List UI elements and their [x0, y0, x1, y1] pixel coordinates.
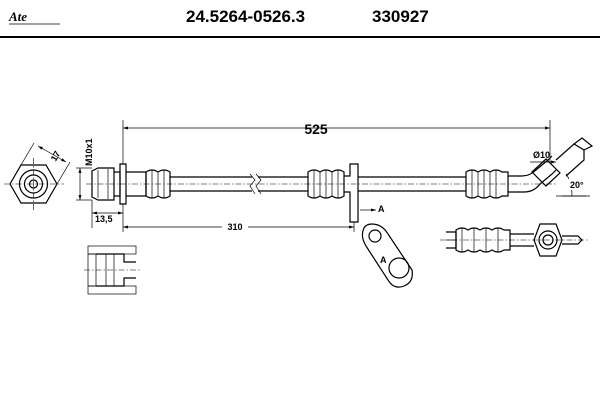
- section-detail: [84, 245, 140, 295]
- ate-logo: Ate: [8, 9, 60, 25]
- view-a-label: A: [380, 255, 387, 265]
- bracket-view-a: A: [361, 223, 413, 288]
- dim-mid-length: 310: [227, 222, 242, 232]
- dimension-lines: 525 310 13,5 M10x1 Ø10 20° A: [76, 120, 590, 233]
- section-a-label: A: [378, 204, 385, 214]
- dim-offset: 13,5: [95, 214, 113, 224]
- logo-text: Ate: [8, 9, 27, 24]
- dim-diameter: Ø10: [533, 150, 550, 160]
- header: Ate 24.5264-0526.3 330927: [0, 7, 600, 38]
- dim-angle: 20°: [570, 180, 584, 190]
- reference-number: 330927: [372, 7, 429, 26]
- part-number: 24.5264-0526.3: [186, 7, 305, 26]
- hose-side-view: [86, 137, 594, 223]
- dim-nut-width: 17: [49, 149, 63, 163]
- end-fitting-detail: [440, 223, 588, 257]
- nut-end-view: 17: [4, 142, 71, 210]
- dim-thread: M10x1: [84, 138, 94, 166]
- dim-total-length: 525: [304, 121, 328, 137]
